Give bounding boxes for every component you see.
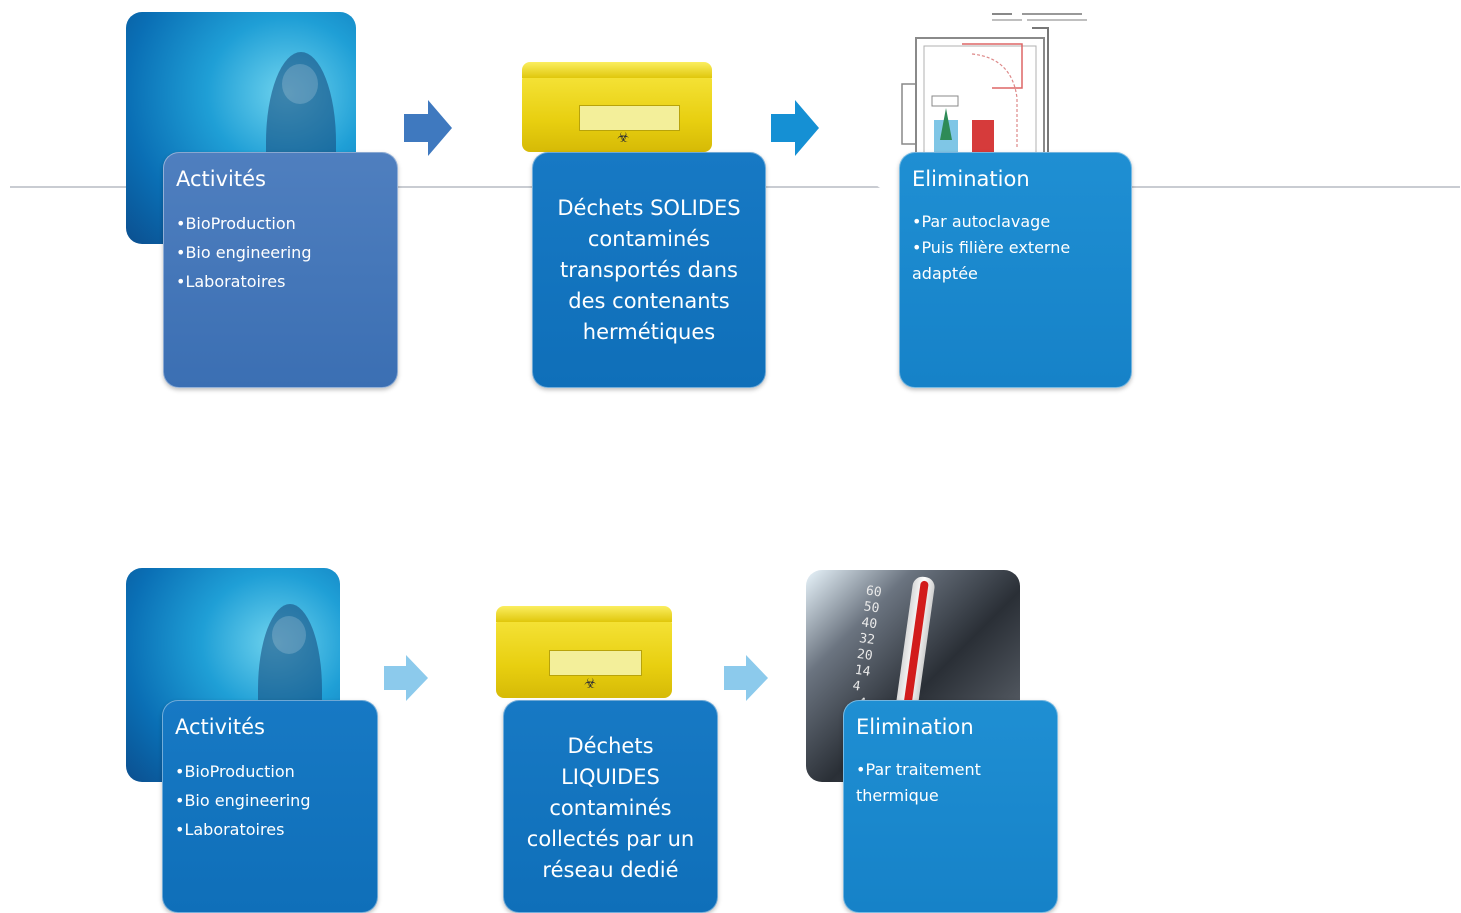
biohazard-bin: ☣ — [522, 74, 712, 152]
text-line: contaminés — [587, 227, 711, 251]
biohazard-icon: ☣ — [617, 130, 630, 147]
list-item: BioProduction — [176, 209, 311, 238]
text-line: des contenants — [568, 289, 730, 313]
text-line: hermétiques — [582, 320, 716, 344]
text-line: contaminés — [549, 796, 672, 820]
list-item: BioProduction — [175, 757, 310, 786]
activities-card: Activités BioProduction Bio engineering … — [163, 152, 398, 388]
text-line: collectés par un — [526, 827, 695, 851]
list-item: Laboratoires — [175, 815, 310, 844]
elimination-card: Elimination Par autoclavage Puis filière… — [899, 152, 1132, 388]
arrow-right-icon — [404, 100, 452, 156]
thermometer-scale: 60 50 40 32 20 14 4 -4 — [849, 584, 882, 713]
elimination-list: Par autoclavage Puis filière externe ada… — [912, 209, 1112, 287]
list-item: Par autoclavage — [912, 209, 1112, 235]
list-item: Bio engineering — [176, 238, 311, 267]
activities-title: Activités — [175, 715, 265, 739]
arrow-right-icon — [724, 655, 768, 701]
list-item: Par traitement thermique — [856, 757, 1026, 809]
list-item: Bio engineering — [175, 786, 310, 815]
elimination-title: Elimination — [912, 167, 1030, 191]
solid-waste-card: Déchets SOLIDES contaminés transportés d… — [532, 152, 766, 388]
text-line: LIQUIDES — [561, 765, 660, 789]
list-item: Puis filière externe adaptée — [912, 235, 1112, 287]
bin-label — [548, 650, 643, 676]
bin-label — [579, 105, 680, 131]
biohazard-icon: ☣ — [584, 675, 597, 692]
solid-waste-text: Déchets SOLIDES contaminés transportés d… — [541, 193, 757, 348]
text-line: transportés dans — [559, 258, 739, 282]
arrow-right-icon — [384, 655, 428, 701]
activities-title: Activités — [176, 167, 266, 191]
elimination-card: Elimination Par traitement thermique — [843, 700, 1058, 913]
bin-lid — [496, 606, 672, 622]
container-photo: ☣ — [522, 62, 712, 152]
elimination-title: Elimination — [856, 715, 974, 739]
activities-list: BioProduction Bio engineering Laboratoir… — [175, 757, 310, 844]
text-line: Déchets SOLIDES — [557, 196, 741, 220]
activities-card: Activités BioProduction Bio engineering … — [162, 700, 378, 913]
biohazard-bin: ☣ — [496, 618, 672, 698]
elimination-list: Par traitement thermique — [856, 757, 1026, 809]
bin-lid — [522, 62, 712, 78]
liquid-waste-card: Déchets LIQUIDES contaminés collectés pa… — [503, 700, 718, 913]
liquid-waste-text: Déchets LIQUIDES contaminés collectés pa… — [512, 731, 709, 886]
arrow-right-icon — [771, 100, 819, 156]
text-line: Déchets — [567, 734, 654, 758]
list-item: Laboratoires — [176, 267, 311, 296]
activities-list: BioProduction Bio engineering Laboratoir… — [176, 209, 311, 296]
container-photo: ☣ — [496, 606, 672, 698]
text-line: réseau dedié — [542, 858, 679, 882]
